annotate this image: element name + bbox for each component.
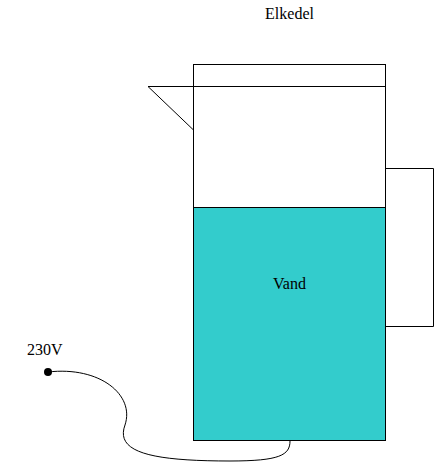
kettle-title: Elkedel	[265, 4, 314, 23]
plug-terminal	[44, 368, 52, 376]
kettle: ElkedelVand	[193, 0, 386, 441]
kettle-body	[194, 87, 386, 441]
kettle-handle	[386, 169, 434, 327]
water-label: Vand	[273, 274, 306, 293]
water-region: Vand	[193, 207, 386, 441]
voltage-label: 230V	[27, 340, 63, 359]
kettle-spout	[148, 87, 194, 131]
kettle-lid	[194, 65, 386, 87]
